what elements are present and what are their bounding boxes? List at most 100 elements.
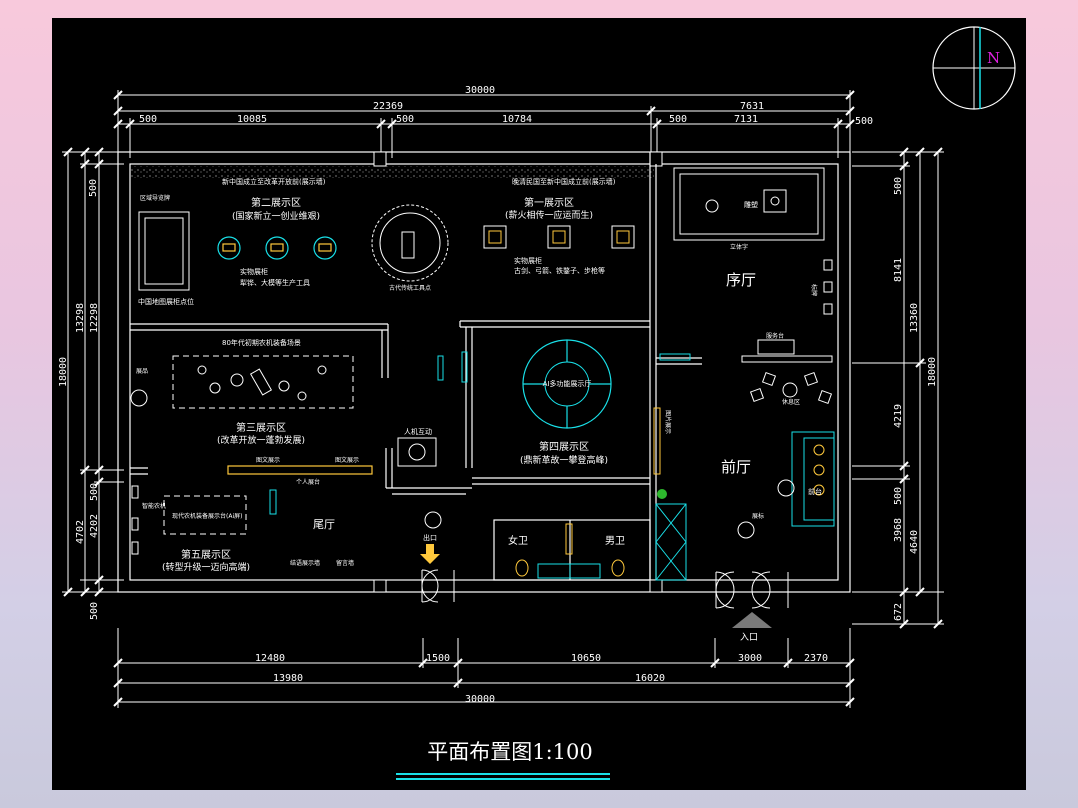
dim-bottom-1-0: 12480 bbox=[255, 653, 285, 664]
zone4-subtitle: (鼎新革故一攀登高峰) bbox=[520, 454, 608, 466]
dim-right-3: 18000 bbox=[927, 357, 938, 387]
guide-vertical: 图片展示 bbox=[664, 410, 672, 434]
dim-right-0: 500 bbox=[893, 177, 904, 195]
dim-top-overall: 30000 bbox=[465, 85, 495, 96]
dim-left-3: 18000 bbox=[58, 357, 69, 387]
zone-5: 智能农机 现代农机装备展示台(Ai屏) 第五展示区 (转型升级一迈向高端) bbox=[131, 485, 250, 573]
entrance-arrow-icon bbox=[732, 612, 772, 628]
interaction-kiosk bbox=[397, 437, 437, 467]
front-desk bbox=[791, 431, 835, 527]
zone-4: AI多功能展示厅 第四展示区 (鼎新革故一攀登高峰) 图片展示 bbox=[520, 339, 672, 475]
male-wc: 男卫 bbox=[605, 535, 625, 547]
display-wall-1: 图文展示 bbox=[256, 456, 280, 464]
north-arrow: N bbox=[932, 26, 1016, 110]
zone2-display-cases bbox=[217, 236, 337, 260]
exit-arrow-icon bbox=[420, 544, 440, 564]
zone4-title: 第四展示区 bbox=[539, 440, 589, 453]
front-desk-label: 前台 bbox=[808, 487, 822, 496]
dim-top-row-2: 500 bbox=[396, 114, 414, 125]
zone3-title: 第三展示区 bbox=[236, 421, 286, 434]
display-wall bbox=[227, 465, 373, 475]
dim-top-seg-b: 7631 bbox=[740, 101, 764, 112]
wall-columns bbox=[373, 151, 663, 593]
zone5-side-label: 智能农机 bbox=[142, 502, 166, 510]
dim-bottom-1-4: 2370 bbox=[804, 653, 828, 664]
personal-case: 个人展台 bbox=[296, 478, 320, 486]
hatched-wall bbox=[130, 166, 654, 178]
top-dimensions bbox=[113, 90, 855, 158]
zone5-title: 第五展示区 bbox=[181, 548, 231, 561]
dim-bottom-overall: 30000 bbox=[465, 694, 495, 705]
front-hall: 服务台 休息区 前厅 前台 展标 bbox=[655, 332, 835, 643]
title-underline-1 bbox=[396, 773, 610, 775]
guide-board: 区域导览牌 bbox=[140, 194, 170, 202]
zone2-items: 犁铧、大模等生产工具 bbox=[240, 278, 310, 287]
wall-label-right: 晚清民国至新中国成立前(展示墙) bbox=[512, 177, 616, 186]
weiting-wall-2: 留言墙 bbox=[336, 559, 354, 567]
map-cabinet-label: 中国地图展柜点位 bbox=[138, 297, 194, 306]
zone5-subtitle: (转型升级一迈向高端) bbox=[162, 561, 250, 573]
bottom-dimensions bbox=[113, 628, 855, 708]
dim-top-row-4: 500 bbox=[669, 114, 687, 125]
title-underline-2 bbox=[396, 778, 610, 780]
dim-top-row-1: 10085 bbox=[237, 114, 267, 125]
zone1-title: 第一展示区 bbox=[524, 196, 574, 209]
right-dimensions bbox=[852, 147, 944, 629]
zone5-platform-label: 现代农机装备展示台(Ai屏) bbox=[172, 512, 242, 520]
cad-drawing-area: 30000 22369 7631 500 10085 500 10784 500… bbox=[52, 18, 1026, 790]
dim-top-row-3: 10784 bbox=[502, 114, 532, 125]
dim-top-row-6: 500 bbox=[855, 116, 873, 127]
media-column bbox=[655, 503, 687, 581]
zone1-subtitle: (薪火相传一应运而生) bbox=[505, 209, 593, 221]
ancient-tools-exhibit bbox=[371, 204, 449, 282]
sculpture-base bbox=[763, 189, 787, 213]
zone4-display-strip bbox=[653, 407, 661, 475]
dim-left-7: 500 bbox=[89, 602, 100, 620]
xuting-hall: 雕塑 立体字 序厅 标牌 bbox=[673, 167, 833, 315]
dim-bottom-2-1: 16020 bbox=[635, 673, 665, 684]
dim-top-row-5: 7131 bbox=[734, 114, 758, 125]
display-wall-2: 图文展示 bbox=[335, 456, 359, 464]
lobby-sign: 展标 bbox=[752, 512, 764, 520]
dim-left-0: 500 bbox=[88, 179, 99, 197]
map-cabinet bbox=[138, 211, 190, 291]
dim-right-2: 13360 bbox=[909, 303, 920, 333]
plant-icon bbox=[657, 489, 667, 499]
zone3-mach-label: 展品 bbox=[136, 368, 148, 375]
zone1-cabinet: 实物展柜 bbox=[514, 256, 542, 265]
plan-title: 平面布置图1:100 bbox=[427, 740, 593, 764]
sculpture-label: 雕塑 bbox=[744, 200, 758, 209]
zone-2: 新中国成立至改革开放前(展示墙) 区域导览牌 中国地图展柜点位 第二展示区 (国… bbox=[138, 177, 449, 306]
dim-top-row-0: 500 bbox=[139, 114, 157, 125]
left-dimensions bbox=[62, 147, 124, 597]
small-sign: 标牌 bbox=[810, 284, 818, 296]
dim-left-2: 12298 bbox=[89, 303, 100, 333]
dim-left-4: 4702 bbox=[75, 520, 86, 544]
dim-left-5: 4202 bbox=[89, 514, 100, 538]
dim-bottom-1-3: 3000 bbox=[738, 653, 762, 664]
weiting-title: 尾厅 bbox=[313, 518, 335, 531]
zone2-subtitle: (国家新立一创业维艰) bbox=[232, 210, 320, 222]
xuting-wall-label: 立体字 bbox=[730, 243, 748, 251]
dim-right-5: 3968 bbox=[893, 518, 904, 542]
dim-right-4: 4219 bbox=[893, 404, 904, 428]
weiting-wall-1: 结语展示墙 bbox=[290, 559, 320, 567]
zone1-display-cases bbox=[483, 225, 635, 249]
exit-label: 出口 bbox=[423, 533, 437, 542]
wall-label-left: 新中国成立至改革开放前(展示墙) bbox=[222, 177, 326, 186]
left-dimension-texts: 500 13298 12298 18000 4702 4202 500 500 bbox=[58, 179, 100, 620]
multimedia-label: AI多功能展示厅 bbox=[543, 379, 592, 388]
service-desk bbox=[757, 339, 795, 355]
dim-right-8: 672 bbox=[893, 603, 904, 621]
female-wc: 女卫 bbox=[508, 534, 528, 547]
zone-1: 晚清民国至新中国成立前(展示墙) 第一展示区 (薪火相传一应运而生) 实物展柜 … bbox=[483, 177, 635, 275]
north-letter: N bbox=[987, 49, 1000, 67]
dim-right-1: 8141 bbox=[893, 258, 904, 282]
dim-bottom-2-0: 13980 bbox=[273, 673, 303, 684]
washrooms: 女卫 男卫 bbox=[508, 523, 625, 579]
zone5-platform bbox=[163, 495, 247, 535]
service-desk-label: 服务台 bbox=[766, 332, 784, 340]
entrance-label: 入口 bbox=[740, 632, 758, 643]
human-machine-label: 人机互动 bbox=[404, 427, 432, 436]
zone3-subtitle: (改革开放一蓬勃发展) bbox=[217, 434, 305, 446]
